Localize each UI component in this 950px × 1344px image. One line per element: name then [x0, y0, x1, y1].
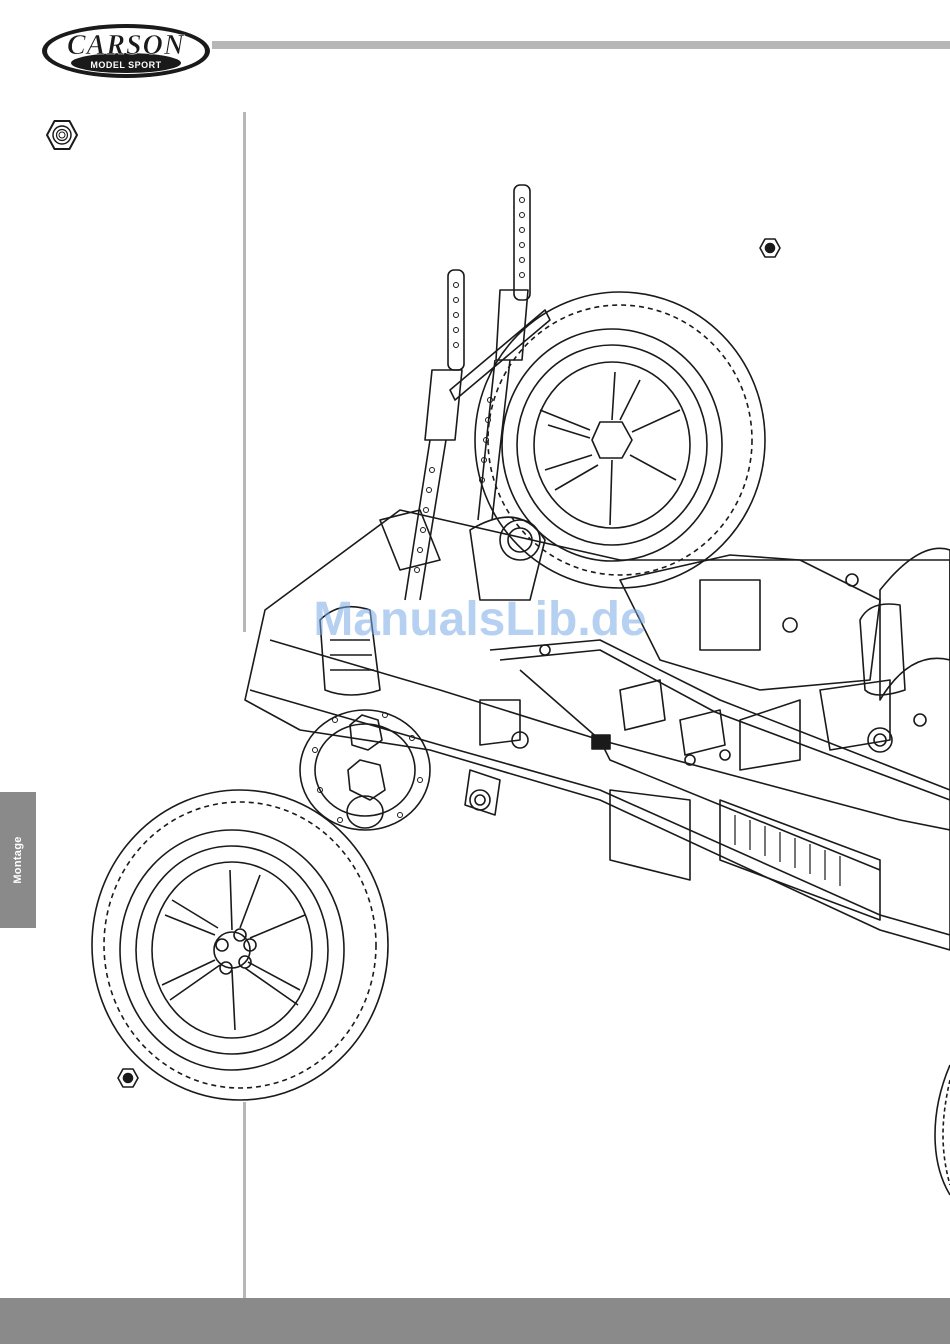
- hex-nut-icon: [47, 121, 77, 149]
- footer-bar: [0, 1298, 950, 1344]
- right-partial-wheel: [935, 1065, 950, 1195]
- hex-nut-icon: [760, 239, 780, 257]
- side-tab: Montage: [0, 792, 36, 928]
- wheel-hub: [300, 710, 430, 830]
- front-wheel-lower: [92, 790, 388, 1100]
- hex-nut-icon: [118, 1069, 138, 1087]
- side-tab-label: Montage: [12, 836, 24, 883]
- rear-wheel-upper: [475, 292, 765, 588]
- watermark: ManualsLib.de: [290, 590, 670, 650]
